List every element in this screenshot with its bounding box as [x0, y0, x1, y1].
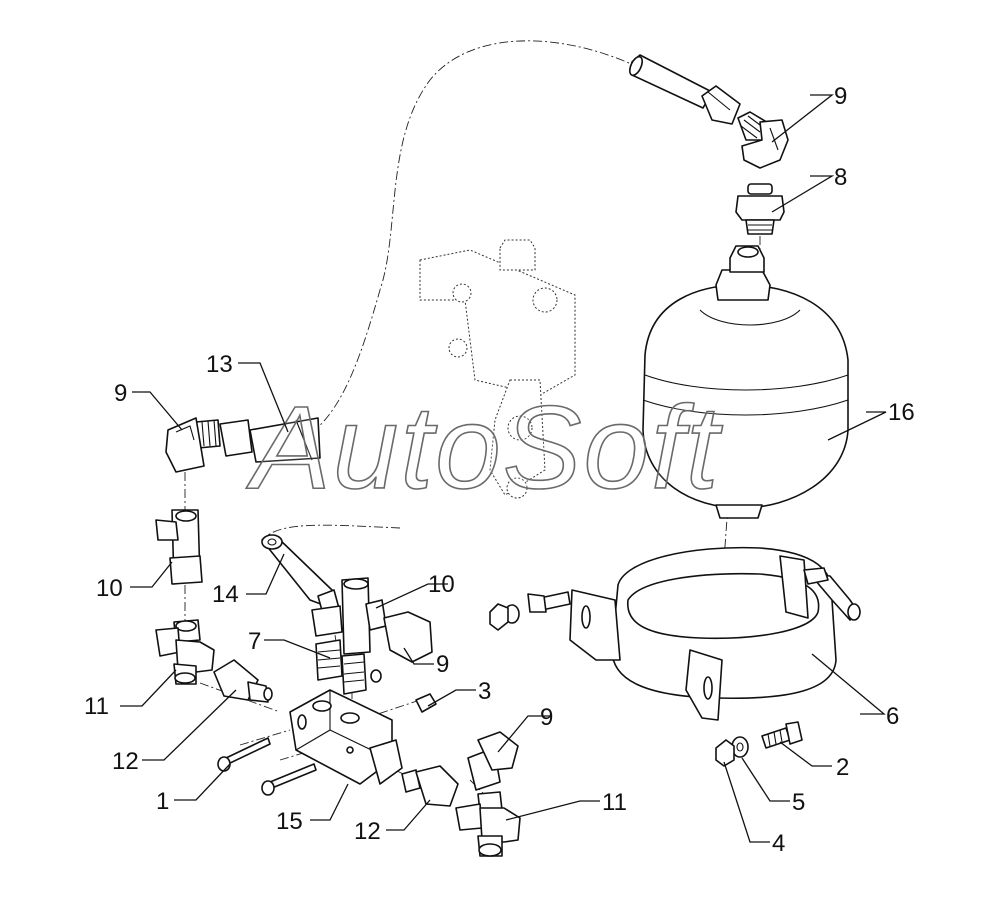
- callout-labels: 9 8 16 6 9 13 10 14 10 7 9 3 11 12 9 1 1…: [84, 83, 915, 857]
- connector-fitting-bottom: [401, 765, 459, 807]
- elbow-fitting-bottom: [467, 731, 519, 791]
- adapters-pair: [315, 639, 382, 695]
- callout-7: 7: [248, 628, 261, 655]
- callout-11-left: 11: [84, 693, 109, 720]
- callout-4: 4: [772, 830, 785, 857]
- hydraulic-accumulator: [642, 245, 849, 519]
- callout-10-center: 10: [428, 571, 455, 598]
- cross-fitting-left: [155, 619, 215, 685]
- callout-1: 1: [156, 788, 169, 815]
- callout-11-bottom: 11: [602, 789, 627, 816]
- cross-fitting-bottom: [455, 791, 521, 857]
- callout-15: 15: [276, 808, 303, 835]
- callout-16: 16: [888, 399, 915, 426]
- callout-9-top-right: 9: [834, 83, 847, 110]
- callout-9-left: 9: [114, 380, 127, 407]
- elbow-fitting-top: [737, 111, 789, 169]
- callout-13: 13: [206, 351, 233, 378]
- callout-12-left: 12: [112, 748, 139, 775]
- callout-3: 3: [478, 678, 491, 705]
- lower-hose-banjo: [261, 534, 341, 619]
- adapter-fitting: [735, 183, 785, 235]
- callout-5: 5: [792, 789, 805, 816]
- connector-fitting-left: [213, 659, 273, 703]
- callout-2: 2: [836, 754, 849, 781]
- mounting-clamp: [569, 546, 861, 721]
- callout-8: 8: [834, 164, 847, 191]
- leader-lines: [120, 94, 887, 843]
- tee-fitting-center: [311, 577, 433, 663]
- callout-9-center: 9: [436, 651, 449, 678]
- plug: [415, 693, 437, 713]
- callout-6: 6: [886, 703, 899, 730]
- tee-fitting-left: [155, 509, 203, 585]
- left-hose-assembly: [165, 417, 321, 473]
- watermark: AutoSoft: [246, 382, 723, 514]
- upper-hose: [629, 54, 741, 125]
- callout-14: 14: [212, 581, 239, 608]
- clamp-bolt-upper: [489, 591, 571, 631]
- callout-10-left: 10: [96, 575, 123, 602]
- bolt-washer-nut-lower: [715, 721, 803, 767]
- callout-12-bottom: 12: [354, 818, 381, 845]
- distribution-block: [289, 689, 403, 785]
- ghost-valve-block: [419, 239, 576, 499]
- callout-9-bottom: 9: [540, 704, 553, 731]
